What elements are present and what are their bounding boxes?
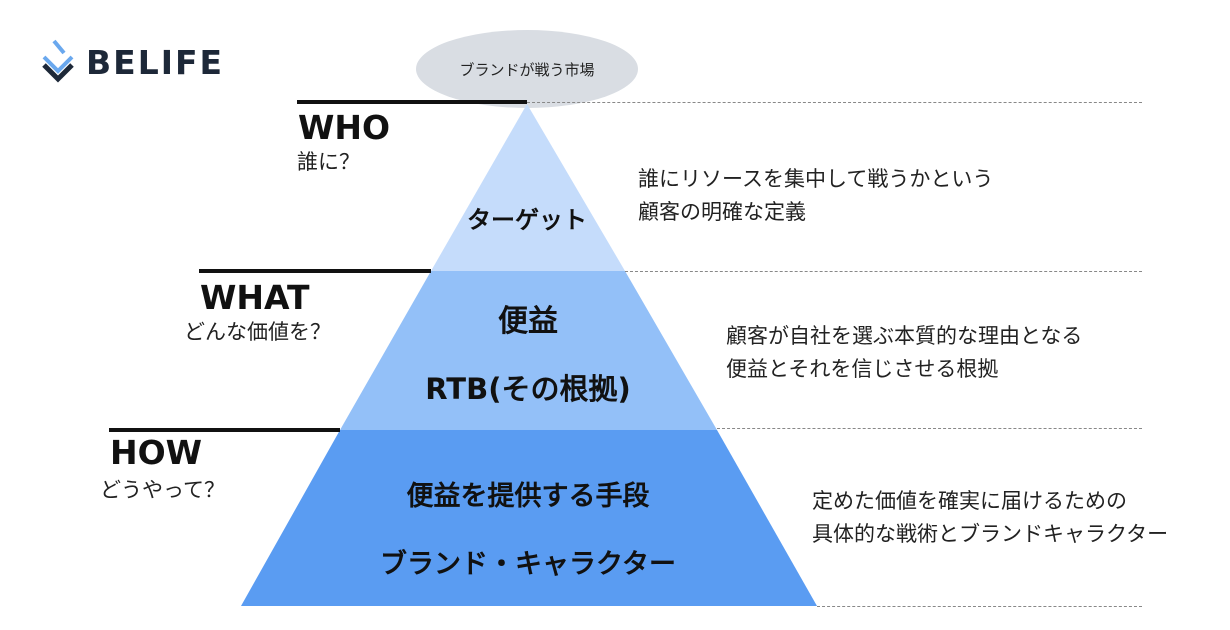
market-oval: ブランドが戦う市場 <box>416 30 638 108</box>
description-what-line-2: 便益とそれを信じさせる根拠 <box>726 357 999 381</box>
guide-line-how <box>717 428 1142 429</box>
pyramid-text-benefit: 便益 <box>498 304 558 339</box>
pyramid-text-rtb: RTB(その根拠) <box>425 372 631 406</box>
level-subtitle-how: どうやって？ <box>100 478 225 502</box>
level-subtitle-who: 誰に？ <box>297 150 360 174</box>
description-how-line-2: 具体的な戦術とブランドキャラクター <box>812 522 1169 546</box>
pyramid-text-means: 便益を提供する手段 <box>406 481 650 512</box>
description-who-line-1: 誰にリソースを集中して戦うかという <box>638 167 994 191</box>
pyramid-tier-who <box>431 104 625 271</box>
description-what-line-1: 顧客が自社を選ぶ本質的な理由となる <box>726 324 1083 348</box>
pyramid-text-target: ターゲット <box>467 206 587 234</box>
belife-logo-icon <box>42 39 74 83</box>
heading-bar-who <box>297 100 527 104</box>
description-how-line-1: 定めた価値を確実に届けるための <box>812 489 1127 513</box>
heading-bar-how <box>109 428 340 432</box>
level-title-who: WHO <box>298 108 391 147</box>
level-title-what: WHAT <box>200 278 310 317</box>
guide-line-base <box>817 606 1142 607</box>
description-who: 誰にリソースを集中して戦うかという 顧客の明確な定義 <box>638 163 993 229</box>
pyramid-tier-what <box>340 271 717 430</box>
level-title-how: HOW <box>110 433 203 472</box>
heading-bar-what <box>199 269 431 273</box>
level-subtitle-what: どんな価値を？ <box>184 320 331 344</box>
guide-line-what <box>625 271 1142 272</box>
pyramid-tier-how <box>241 430 817 606</box>
market-label: ブランドが戦う市場 <box>459 60 595 79</box>
logo-text: BELIFE <box>86 42 225 82</box>
brand-logo: BELIFE <box>40 36 224 88</box>
description-who-line-2: 顧客の明確な定義 <box>638 200 806 224</box>
guide-line-who <box>527 102 1142 103</box>
description-how: 定めた価値を確実に届けるための 具体的な戦術とブランドキャラクター <box>812 485 1168 551</box>
description-what: 顧客が自社を選ぶ本質的な理由となる 便益とそれを信じさせる根拠 <box>726 320 1082 386</box>
pyramid-text-character: ブランド・キャラクター <box>380 549 676 580</box>
